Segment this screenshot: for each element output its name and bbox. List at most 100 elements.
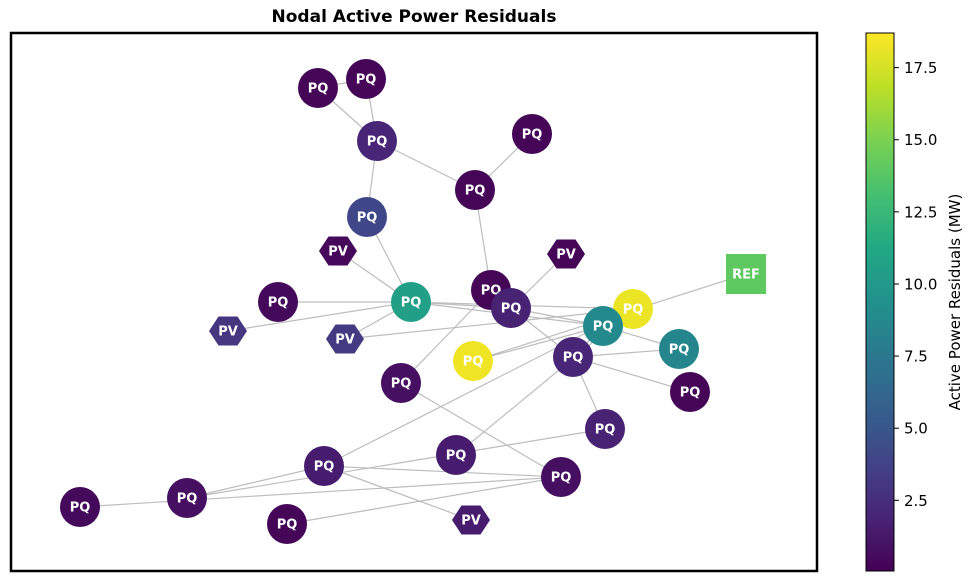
node-label: PQ (401, 296, 422, 311)
node-circle (553, 337, 593, 377)
node-label: PQ (177, 492, 198, 507)
node-circle (60, 487, 100, 527)
node-circle (455, 170, 495, 210)
node-label: PQ (308, 82, 329, 97)
plot-frame (9, 31, 819, 573)
node-circle (167, 478, 207, 518)
colorbar-tick-label: 12.5 (904, 203, 937, 221)
node-circle (613, 289, 653, 329)
graph-edge (400, 382, 562, 478)
node-label: PQ (563, 351, 584, 366)
graph-node: PQ (381, 363, 421, 403)
colorbar-tick-label: 7.5 (904, 348, 928, 366)
node-label: PV (328, 245, 348, 260)
graph-edge (400, 289, 492, 384)
node-label: PQ (70, 501, 91, 516)
graph-node: PQ (613, 289, 653, 329)
node-circle (258, 282, 298, 322)
node-label: PQ (551, 471, 572, 486)
node-label: PQ (465, 184, 486, 199)
graph-node: PV (326, 324, 364, 354)
node-label: PQ (277, 518, 298, 533)
node-circle (512, 114, 552, 154)
colorbar-tick-label: 17.5 (904, 59, 937, 77)
node-circle (304, 446, 344, 486)
graph-edge (286, 476, 562, 525)
graph-node: REF (726, 254, 766, 294)
node-square (726, 254, 766, 294)
graph-node: PQ (670, 372, 710, 412)
node-circle (436, 435, 476, 475)
node-label: PQ (356, 73, 377, 88)
graph-node: PQ (512, 114, 552, 154)
node-circle (298, 68, 338, 108)
graph-edge (344, 308, 634, 340)
node-circle (670, 372, 710, 412)
node-label: PQ (595, 423, 616, 438)
graph-node: PQ (455, 170, 495, 210)
node-label: PQ (391, 377, 412, 392)
graph-edge (79, 476, 562, 508)
graph-node: PQ (304, 446, 344, 486)
graph-node: PQ (298, 68, 338, 108)
node-circle (541, 457, 581, 497)
node-hexagon (319, 236, 357, 266)
colorbar-label: Active Power Residuals (MW) (946, 194, 964, 411)
node-label: PQ (680, 386, 701, 401)
node-circle (381, 363, 421, 403)
node-label: PV (461, 514, 481, 529)
node-label: PV (335, 333, 355, 348)
node-label: REF (732, 268, 760, 283)
graph-node: PQ (583, 306, 623, 346)
graph-node: PV (319, 236, 357, 266)
node-label: PQ (501, 302, 522, 317)
node-circle (585, 409, 625, 449)
node-hexagon (326, 324, 364, 354)
node-circle (583, 306, 623, 346)
graph-node: PQ (267, 504, 307, 544)
graph-node: PQ (553, 337, 593, 377)
graph-node: PQ (258, 282, 298, 322)
node-label: PQ (367, 135, 388, 150)
graph-node: PQ (659, 329, 699, 369)
node-label: PV (218, 325, 238, 340)
node-circle (391, 282, 431, 322)
graph-node: PQ (491, 288, 531, 328)
node-label: PQ (463, 355, 484, 370)
graph-node: PQ (60, 487, 100, 527)
graph-node: PQ (585, 409, 625, 449)
node-circle (347, 197, 387, 237)
graph-node: PQ (391, 282, 431, 322)
graph-node: PV (547, 239, 585, 269)
node-circle (267, 504, 307, 544)
node-circle (357, 121, 397, 161)
node-circle (346, 59, 386, 99)
node-label: PQ (623, 303, 644, 318)
graph-edge (323, 465, 472, 521)
node-label: PQ (357, 211, 378, 226)
graph-node: PQ (453, 341, 493, 381)
colorbar (865, 32, 895, 572)
graph-node: PQ (357, 121, 397, 161)
node-circle (453, 341, 493, 381)
node-hexagon (209, 316, 247, 346)
graph-edge (323, 308, 634, 467)
graph-node: PV (209, 316, 247, 346)
colorbar-tick-label: 15.0 (904, 131, 937, 149)
colorbar-tick-label: 2.5 (904, 492, 928, 510)
graph-node: PQ (436, 435, 476, 475)
graph-node: PQ (167, 478, 207, 518)
graph-edge (186, 428, 606, 499)
graph-edge (572, 356, 691, 393)
node-hexagon (547, 239, 585, 269)
node-hexagon (452, 505, 490, 535)
node-label: PV (556, 248, 576, 263)
graph-edge (472, 325, 604, 362)
graph-edge (323, 465, 562, 478)
node-label: PQ (669, 343, 690, 358)
node-label: PQ (593, 320, 614, 335)
nodes: PQ PQ PQ PQ PQ PQ PV PV REF PQ PQ PQ PQ PQ PV PV PQ PQ PQ P… (60, 59, 766, 544)
graph-node: PQ (346, 59, 386, 99)
node-circle (491, 288, 531, 328)
